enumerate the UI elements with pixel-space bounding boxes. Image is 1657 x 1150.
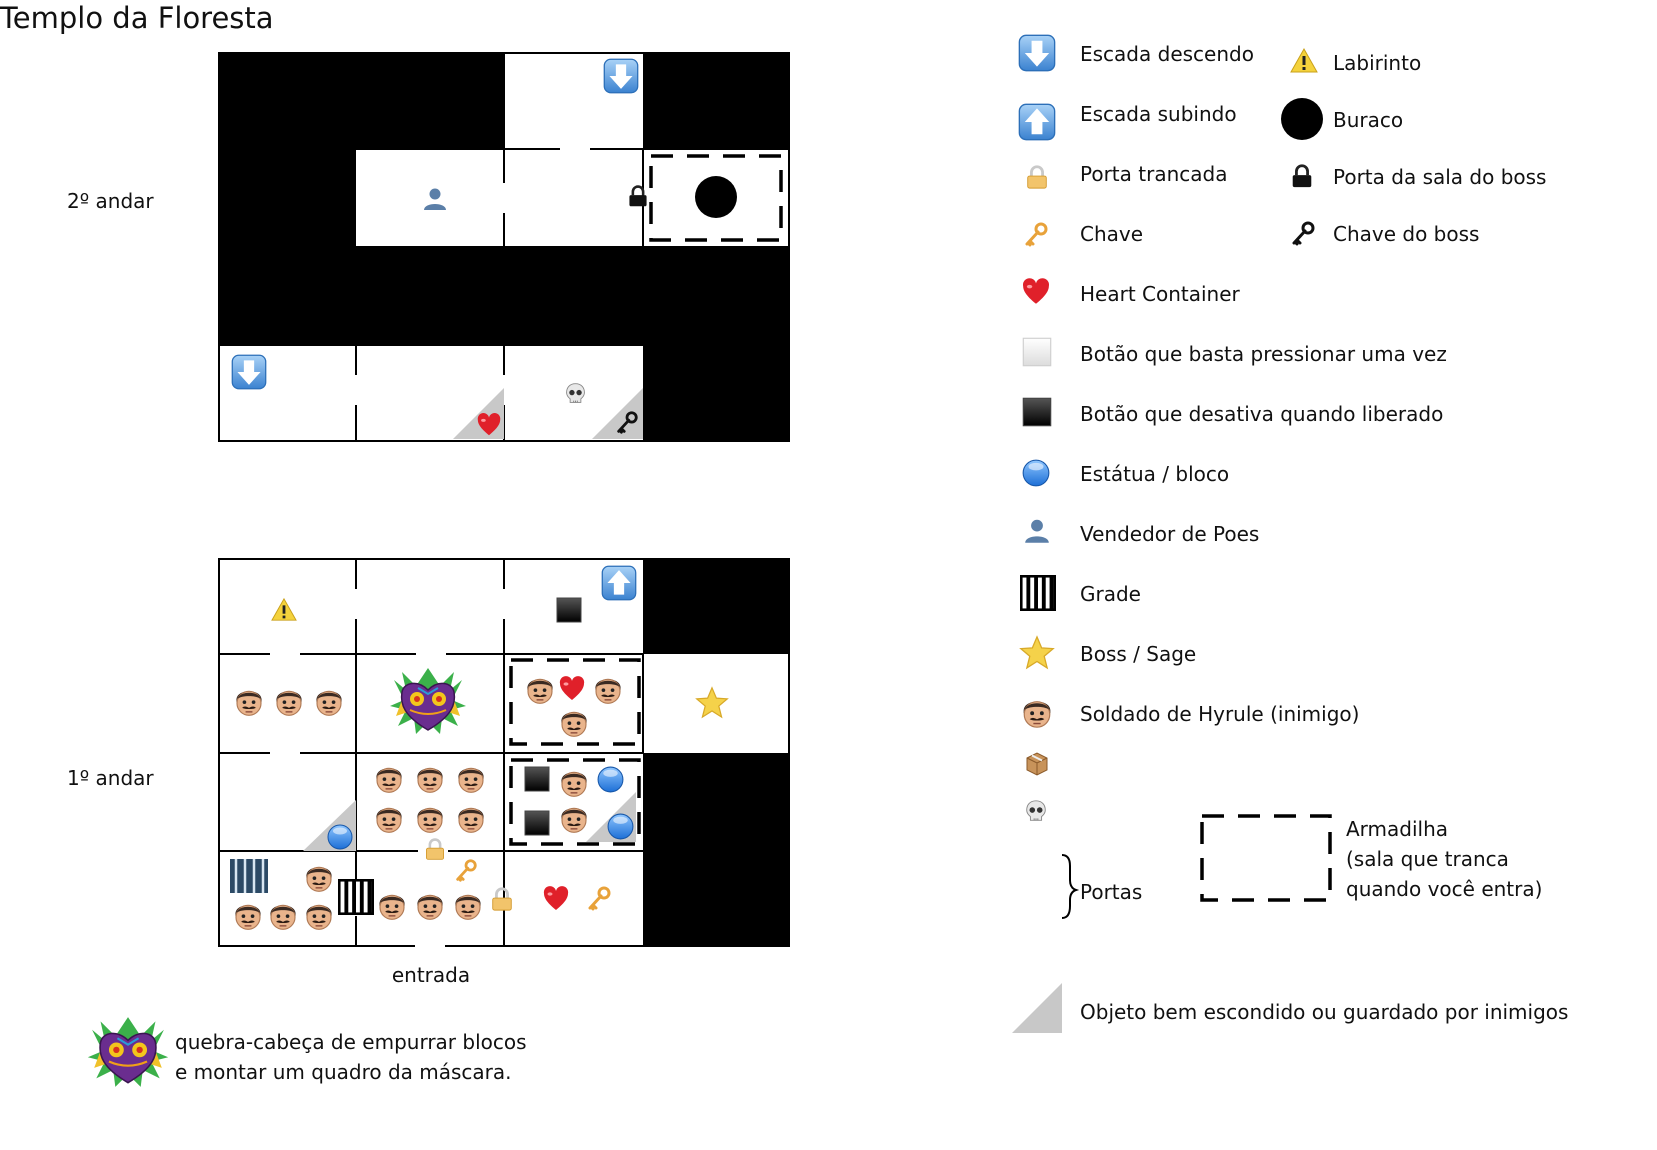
hole-icon	[695, 176, 737, 218]
soldier-icon	[275, 690, 303, 716]
hidden-object-marker	[592, 388, 643, 439]
wall	[643, 346, 789, 441]
soldier-icon	[375, 807, 403, 833]
soldier-icon	[416, 807, 444, 833]
soldier-icon	[416, 767, 444, 793]
soldier-icon	[594, 678, 622, 704]
soldier-icon	[560, 771, 588, 797]
soldier-icon	[269, 904, 297, 930]
soldier-icon	[235, 690, 263, 716]
trap-room-frame	[1200, 814, 1332, 902]
wall	[643, 559, 789, 654]
statue-block-icon	[597, 766, 624, 793]
legend-label: Escada subindo	[1080, 102, 1237, 126]
wall	[219, 149, 356, 246]
floor-2-label: 2º andar	[67, 189, 154, 213]
bars-icon	[1019, 575, 1057, 611]
locked-door-icon	[1026, 165, 1048, 190]
puzzle-note-line1: quebra-cabeça de empurrar blocos	[175, 1030, 527, 1054]
soldier-icon	[305, 866, 333, 892]
legend-label: Objeto bem escondido ou guardado por ini…	[1080, 1000, 1568, 1024]
legend-label: Boss / Sage	[1080, 642, 1196, 666]
button-hold-icon	[1022, 397, 1052, 427]
legend: Escada descendo Escada subindo Porta tra…	[1012, 34, 1568, 1033]
boss-door-icon	[1291, 164, 1313, 189]
statue-block-icon	[327, 824, 353, 850]
skull-icon	[1026, 800, 1046, 821]
legend-label: Porta trancada	[1080, 162, 1227, 186]
stairs-up-icon	[1018, 103, 1056, 141]
legend-label: Buraco	[1333, 108, 1403, 132]
legend-label: Grade	[1080, 582, 1141, 606]
soldier-icon	[416, 894, 444, 920]
soldier-icon	[560, 711, 588, 737]
button-hold-icon	[524, 766, 550, 792]
warning-icon	[1290, 48, 1318, 73]
statue-block-icon	[1022, 459, 1050, 487]
majora-mask-icon	[86, 1016, 170, 1088]
bars-icon	[338, 879, 374, 915]
soldier-icon	[457, 807, 485, 833]
legend-label: Botão que basta pressionar uma vez	[1080, 342, 1447, 366]
wall	[643, 53, 789, 149]
heart-icon	[1023, 278, 1049, 304]
legend-label: Estátua / bloco	[1080, 462, 1229, 486]
legend-label: Soldado de Hyrule (inimigo)	[1080, 702, 1359, 726]
legend-label: Escada descendo	[1080, 42, 1254, 66]
soldier-icon	[315, 690, 343, 716]
legend-label: Heart Container	[1080, 282, 1241, 306]
soldier-icon	[305, 904, 333, 930]
boss-key-icon	[1292, 221, 1315, 246]
soldier-icon	[457, 767, 485, 793]
soldier-icon	[454, 894, 482, 920]
soldier-icon	[375, 767, 403, 793]
stairs-down-icon	[1018, 34, 1056, 72]
trap-room-frame	[509, 658, 641, 746]
stairs-up-icon	[601, 565, 637, 601]
legend-label: Portas	[1080, 880, 1142, 904]
button-hold-icon	[524, 810, 550, 836]
button-once-icon	[1022, 337, 1052, 367]
legend-label: Botão que desativa quando liberado	[1080, 402, 1443, 426]
trap-label-line3: quando você entra)	[1346, 877, 1542, 901]
soldier-icon	[560, 807, 588, 833]
doors-brace	[1061, 854, 1080, 919]
poe-seller-icon	[1025, 519, 1049, 543]
soldier-icon	[234, 904, 262, 930]
wall	[219, 53, 504, 149]
box-icon	[1026, 752, 1048, 776]
soldier-icon	[1022, 700, 1052, 728]
bars-gate-detail	[234, 859, 265, 893]
wall	[643, 753, 789, 946]
legend-label: Labirinto	[1333, 51, 1421, 75]
hole-icon	[1281, 98, 1323, 140]
hidden-object-marker	[1012, 983, 1062, 1033]
soldier-icon	[378, 894, 406, 920]
entrance-label: entrada	[392, 963, 470, 987]
legend-label: Vendedor de Poes	[1080, 522, 1259, 546]
star-icon	[1020, 636, 1054, 669]
stairs-down-icon	[603, 58, 639, 94]
button-hold-icon	[556, 597, 582, 623]
legend-label: Porta da sala do boss	[1333, 165, 1546, 189]
soldier-icon	[526, 678, 554, 704]
page-title: Templo da Floresta	[0, 1, 274, 35]
trap-label-line1: Armadilha	[1346, 817, 1448, 841]
puzzle-note: quebra-cabeça de empurrar blocos e monta…	[86, 1016, 527, 1088]
statue-block-icon	[607, 813, 634, 840]
key-icon	[1025, 222, 1048, 247]
floor-1-label: 1º andar	[67, 766, 154, 790]
legend-label: Chave do boss	[1333, 222, 1479, 246]
legend-label: Chave	[1080, 222, 1143, 246]
floor-1-map	[218, 558, 790, 949]
entrance-door	[415, 943, 445, 949]
trap-label-line2: (sala que tranca	[1346, 847, 1509, 871]
wall	[219, 246, 789, 346]
stairs-down-icon	[231, 354, 267, 390]
trap-room-frame	[509, 758, 641, 846]
floor-2-map	[218, 52, 790, 442]
puzzle-note-line2: e montar um quadro da máscara.	[175, 1060, 512, 1084]
